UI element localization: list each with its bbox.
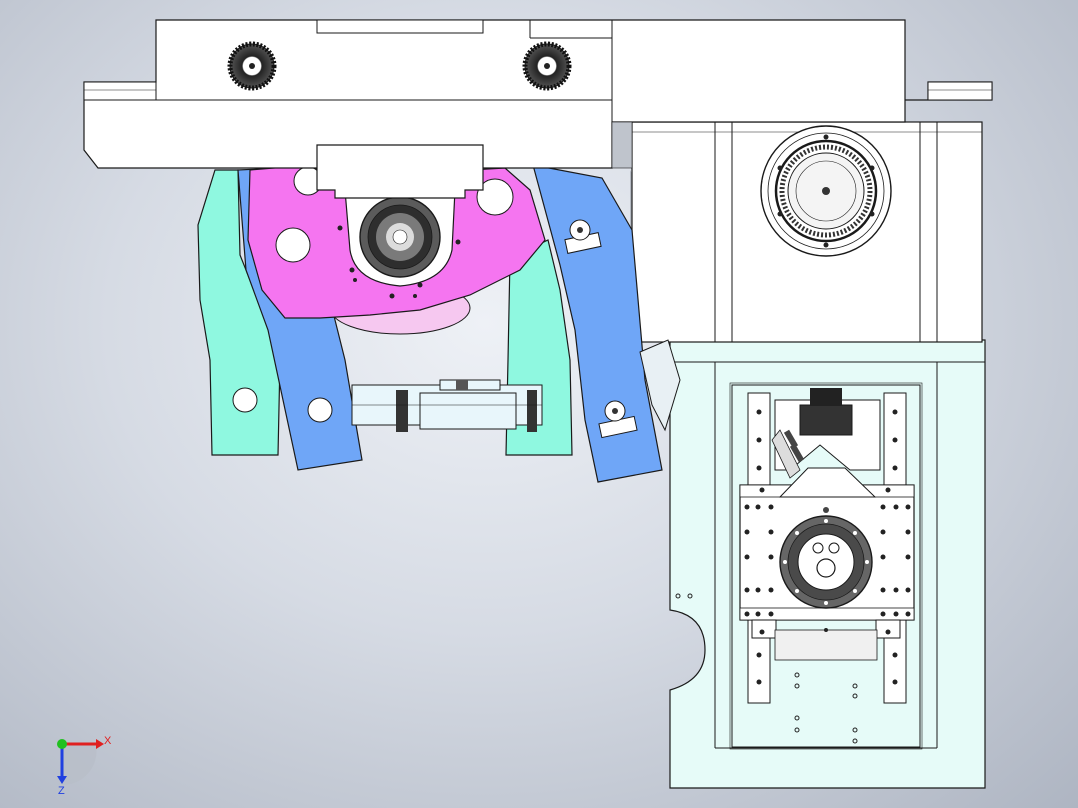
slide-rod[interactable] [639,339,681,432]
y-axis-origin [57,739,67,749]
cam-hole [275,227,311,263]
hub-collet[interactable] [359,196,441,278]
z-axis-label: Z [58,785,65,797]
slide-plate[interactable] [739,467,915,661]
coordinate-triad: X Z [57,735,112,797]
knurled-knob[interactable] [227,41,277,91]
z-axis-arrowhead [57,776,67,784]
base-bolt-holes [675,593,858,744]
arm-hole [232,387,258,413]
tie-rod[interactable] [351,379,543,432]
link-hole [307,397,333,423]
knurled-knob[interactable] [522,41,572,91]
blue-link-right[interactable] [532,164,663,483]
bearing[interactable] [760,125,892,257]
mint-arm-left[interactable] [197,169,281,456]
x-axis-label: X [104,735,112,747]
cylinder-bracket[interactable] [771,388,881,479]
pivot-bracket[interactable] [564,219,638,439]
cam-bolt-holes [337,225,461,299]
x-axis-arrowhead [96,739,104,749]
top-frame[interactable] [83,19,993,199]
rotary-actuator[interactable] [779,515,873,609]
cam-hole [476,178,514,216]
